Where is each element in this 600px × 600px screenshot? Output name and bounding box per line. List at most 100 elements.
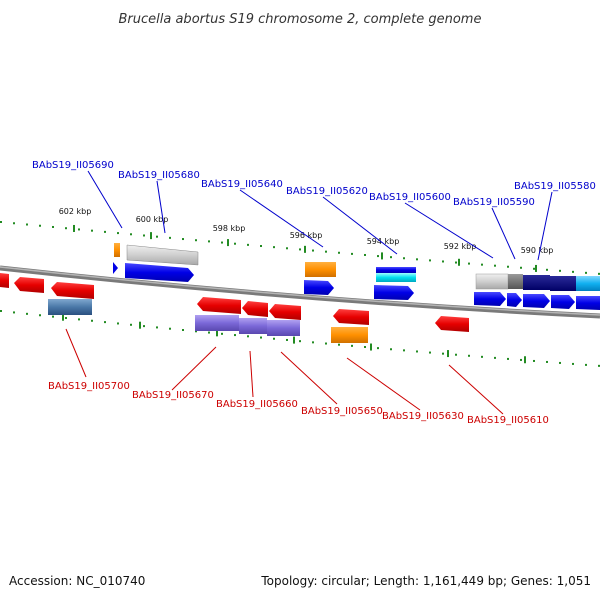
gene-arrow[interactable] bbox=[551, 295, 575, 309]
tick-dot bbox=[533, 359, 535, 362]
tick-dot bbox=[143, 234, 145, 237]
gene-arrow[interactable] bbox=[474, 292, 506, 306]
reverse-labels: BAbS19_II05700 BAbS19_II05670 BAbS19_II0… bbox=[48, 381, 549, 426]
tick-dot bbox=[221, 332, 223, 335]
gene-feature[interactable] bbox=[126, 244, 199, 266]
gene-arrow[interactable] bbox=[242, 301, 268, 317]
gene-label[interactable]: BAbS19_II05690 bbox=[32, 160, 114, 171]
tick-mark bbox=[62, 313, 64, 321]
tick-dot bbox=[481, 263, 483, 266]
tick-label-592kbp: 592 kbp bbox=[444, 242, 477, 251]
gene-arrow[interactable] bbox=[0, 273, 9, 288]
tick-dot bbox=[338, 343, 340, 346]
gene-arrow[interactable] bbox=[576, 296, 600, 310]
gene-label[interactable]: BAbS19_II05660 bbox=[216, 399, 298, 410]
gene-label[interactable]: BAbS19_II05610 bbox=[467, 415, 549, 426]
tick-dot bbox=[0, 221, 2, 223]
gene-label[interactable]: BAbS19_II05580 bbox=[514, 181, 596, 192]
gene-feature[interactable] bbox=[195, 315, 239, 331]
gene-feature[interactable] bbox=[576, 276, 600, 291]
tick-dot bbox=[130, 323, 132, 326]
gene-label[interactable]: BAbS19_II05630 bbox=[382, 411, 464, 422]
gene-label[interactable]: BAbS19_II05640 bbox=[201, 179, 283, 190]
tick-dot bbox=[351, 344, 353, 347]
tick-dot bbox=[195, 330, 197, 333]
tick-dot bbox=[26, 312, 28, 315]
gene-arrow[interactable] bbox=[51, 282, 94, 299]
tick-dot bbox=[156, 235, 158, 238]
gene-feature[interactable] bbox=[376, 273, 416, 282]
tick-dot bbox=[169, 327, 171, 330]
tick-dot bbox=[234, 334, 236, 337]
gene-feature[interactable] bbox=[331, 327, 368, 343]
tick-label-600kbp: 600 kbp bbox=[136, 215, 169, 224]
gene-label[interactable]: BAbS19_II05590 bbox=[453, 197, 535, 208]
gene-label[interactable]: BAbS19_II05700 bbox=[48, 381, 130, 392]
tick-dot bbox=[364, 253, 366, 256]
tick-dot bbox=[585, 271, 587, 274]
tick-dot bbox=[559, 361, 561, 364]
tick-dot bbox=[247, 243, 249, 246]
gene-feature[interactable] bbox=[523, 275, 550, 290]
gene-label[interactable]: BAbS19_II05670 bbox=[132, 390, 214, 401]
gene-feature[interactable] bbox=[239, 318, 267, 334]
tick-mark bbox=[535, 264, 537, 272]
tick-mark bbox=[447, 350, 449, 358]
gene-arrow[interactable] bbox=[507, 293, 522, 307]
tick-dot bbox=[416, 350, 418, 353]
tick-mark bbox=[216, 329, 218, 337]
tick-dot bbox=[143, 325, 145, 328]
gene-arrow[interactable] bbox=[523, 294, 550, 308]
gene-feature[interactable] bbox=[305, 262, 336, 277]
tick-dot bbox=[182, 329, 184, 332]
tick-dot bbox=[377, 255, 379, 258]
tick-dot bbox=[325, 342, 327, 345]
gene-feature[interactable] bbox=[48, 299, 92, 315]
gene-arrow[interactable] bbox=[435, 316, 469, 332]
tick-label-594kbp: 594 kbp bbox=[367, 237, 400, 246]
gene-feature[interactable] bbox=[267, 320, 300, 336]
tick-dot bbox=[455, 261, 457, 264]
tick-dot bbox=[78, 228, 80, 231]
tick-dot bbox=[195, 239, 197, 242]
tick-dot bbox=[117, 232, 119, 235]
gene-arrow[interactable] bbox=[374, 285, 414, 300]
tick-dot bbox=[572, 270, 574, 273]
gene-arrow[interactable] bbox=[269, 304, 301, 320]
tick-dot bbox=[572, 362, 574, 365]
tick-dot bbox=[325, 250, 327, 253]
gene-feature[interactable] bbox=[475, 273, 509, 290]
gene-arrow[interactable] bbox=[125, 263, 194, 282]
tick-dot bbox=[0, 310, 2, 312]
gene-feature[interactable] bbox=[114, 243, 120, 257]
gene-feature[interactable] bbox=[508, 274, 523, 289]
gene-arrow[interactable] bbox=[333, 309, 369, 325]
forward-labels: BAbS19_II05690 BAbS19_II05680 BAbS19_II0… bbox=[32, 160, 596, 208]
gene-feature[interactable] bbox=[550, 276, 576, 291]
gene-label[interactable]: BAbS19_II05650 bbox=[301, 406, 383, 417]
tick-dot bbox=[351, 252, 353, 255]
tick-dot bbox=[299, 248, 301, 251]
tick-dot bbox=[364, 345, 366, 348]
gene-label[interactable]: BAbS19_II05680 bbox=[118, 170, 200, 181]
tick-dot bbox=[39, 314, 41, 317]
tick-dot bbox=[390, 256, 392, 259]
tick-dot bbox=[221, 241, 223, 244]
gene-label[interactable]: BAbS19_II05600 bbox=[369, 192, 451, 203]
gene-arrow[interactable] bbox=[197, 297, 241, 314]
tick-dot bbox=[234, 242, 236, 245]
reverse-genes bbox=[0, 273, 469, 343]
gene-label[interactable]: BAbS19_II05620 bbox=[286, 186, 368, 197]
forward-genes bbox=[113, 243, 600, 310]
gene-feature[interactable] bbox=[376, 267, 416, 273]
tick-dot bbox=[65, 317, 67, 320]
tick-dot bbox=[208, 331, 210, 334]
tick-dot bbox=[403, 349, 405, 352]
tick-dot bbox=[546, 360, 548, 363]
gene-arrow[interactable] bbox=[113, 262, 118, 274]
tick-dot bbox=[442, 260, 444, 263]
tick-dot bbox=[455, 353, 457, 356]
gene-arrow[interactable] bbox=[304, 280, 334, 295]
gene-arrow[interactable] bbox=[14, 277, 44, 293]
tick-dot bbox=[507, 265, 509, 268]
